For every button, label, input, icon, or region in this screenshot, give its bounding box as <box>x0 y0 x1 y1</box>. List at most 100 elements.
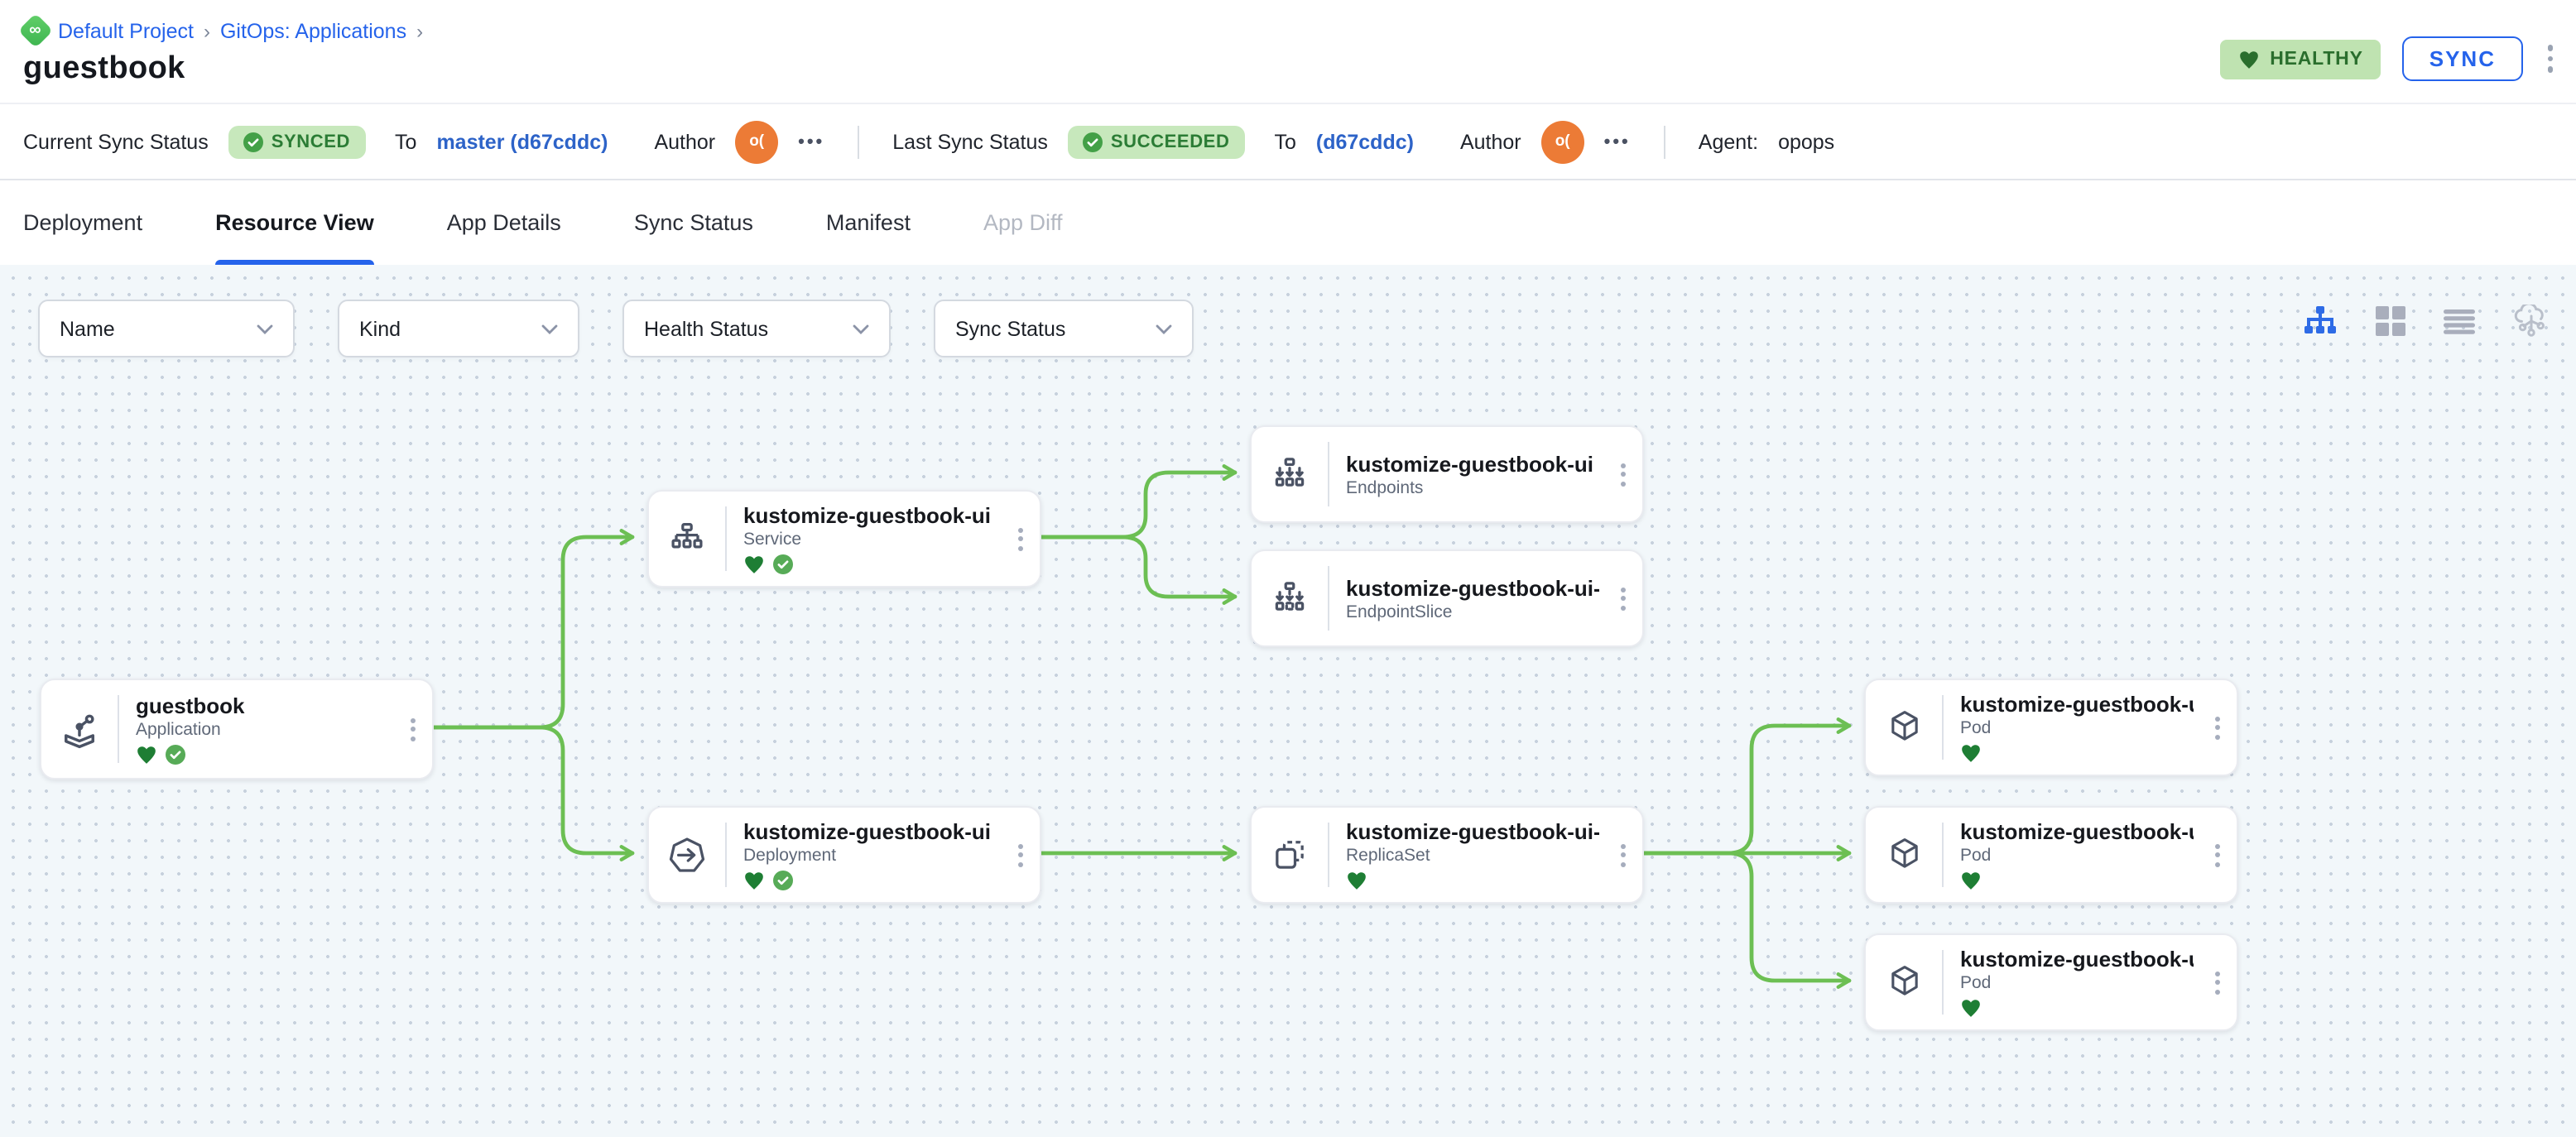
node-menu-kebab-icon[interactable] <box>2197 935 2237 1029</box>
node-pod-2[interactable]: kustomize-guestbook-ui-... Pod <box>1864 806 2238 904</box>
pod-icon <box>1866 680 1942 775</box>
node-body: kustomize-guestbook-ui-... Pod <box>1944 935 2197 1029</box>
author-avatar[interactable]: o( <box>735 120 779 163</box>
breadcrumb-separator: › <box>203 19 210 42</box>
breadcrumb-separator: › <box>416 19 424 42</box>
current-sync-target-link[interactable]: master (d67cddc) <box>436 130 608 153</box>
resource-tree-edges <box>428 464 1852 989</box>
agent-value: opops <box>1778 130 1835 153</box>
endpointslice-icon <box>1252 551 1328 645</box>
node-status <box>743 871 997 890</box>
node-title: kustomize-guestbook-ui-... <box>1346 575 1599 600</box>
node-menu-kebab-icon[interactable] <box>1603 427 1642 521</box>
healthy-heart-icon <box>1962 745 1980 762</box>
endpoints-icon <box>1252 427 1328 521</box>
divider <box>1328 823 1329 887</box>
node-menu-kebab-icon[interactable] <box>1603 551 1642 645</box>
node-body: kustomize-guestbook-ui Deployment <box>727 808 1000 902</box>
node-service[interactable]: kustomize-guestbook-ui Service <box>647 490 1041 588</box>
resource-tree-canvas[interactable]: Name Kind Health Status Sync Status <box>0 265 2576 1137</box>
node-menu-kebab-icon[interactable] <box>1603 808 1642 902</box>
node-status <box>1960 871 2194 890</box>
cluster-view-icon[interactable] <box>2513 305 2550 338</box>
heart-icon <box>2240 50 2259 68</box>
app-menu-kebab-icon[interactable] <box>2544 42 2556 76</box>
node-application-guestbook[interactable]: guestbook Application <box>40 679 434 780</box>
node-title: kustomize-guestbook-ui-... <box>1960 692 2194 717</box>
sync-button[interactable]: SYNC <box>2402 36 2522 81</box>
divider <box>1328 566 1329 631</box>
sync-status-filter-dropdown[interactable]: Sync Status <box>934 300 1194 357</box>
node-pod-1[interactable]: kustomize-guestbook-ui-... Pod <box>1864 679 2238 776</box>
commit-more-button[interactable]: ••• <box>1603 132 1631 151</box>
node-menu-kebab-icon[interactable] <box>392 680 432 778</box>
tab-resource-view[interactable]: Resource View <box>215 180 374 265</box>
node-menu-kebab-icon[interactable] <box>1000 492 1040 586</box>
node-status <box>743 554 997 574</box>
node-status <box>1960 743 2194 763</box>
node-pod-3[interactable]: kustomize-guestbook-ui-... Pod <box>1864 933 2238 1031</box>
current-sync-status-label: Current Sync Status <box>23 130 209 153</box>
divider <box>1942 695 1944 760</box>
synced-check-icon <box>773 871 793 890</box>
divider <box>1942 823 1944 887</box>
node-kind: Endpoints <box>1346 477 1424 497</box>
chevron-down-icon <box>853 324 869 333</box>
health-badge-label: HEALTHY <box>2270 49 2363 69</box>
breadcrumb-applications-link[interactable]: GitOps: Applications <box>219 19 407 42</box>
commit-more-button[interactable]: ••• <box>798 132 825 151</box>
node-kind: ReplicaSet <box>1346 846 1430 866</box>
chevron-down-icon <box>541 324 558 333</box>
node-replicaset[interactable]: kustomize-guestbook-ui-... ReplicaSet <box>1250 806 1644 904</box>
divider <box>858 125 860 158</box>
last-sync-target-link[interactable]: (d67cddc) <box>1315 130 1414 153</box>
author-avatar[interactable]: o( <box>1540 120 1584 163</box>
filter-bar: Name Kind Health Status Sync Status <box>38 300 1194 357</box>
deployment-icon <box>649 808 725 902</box>
node-body: kustomize-guestbook-ui Endpoints <box>1329 427 1603 521</box>
tab-sync-status[interactable]: Sync Status <box>633 210 753 235</box>
node-menu-kebab-icon[interactable] <box>2197 808 2237 902</box>
tab-app-details[interactable]: App Details <box>446 210 561 235</box>
node-endpoints[interactable]: kustomize-guestbook-ui Endpoints <box>1250 425 1644 523</box>
node-kind: Pod <box>1960 718 1992 738</box>
healthy-heart-icon <box>745 872 763 890</box>
tab-manifest[interactable]: Manifest <box>825 210 911 235</box>
node-title: kustomize-guestbook-ui <box>1346 451 1594 476</box>
grid-view-icon[interactable] <box>2376 306 2405 336</box>
node-body: kustomize-guestbook-ui-... ReplicaSet <box>1329 808 1603 902</box>
kind-filter-dropdown[interactable]: Kind <box>338 300 579 357</box>
node-kind: Application <box>136 720 221 740</box>
status-bar: Current Sync Status SYNCED To master (d6… <box>0 103 2576 180</box>
healthy-heart-icon <box>1348 872 1366 890</box>
health-status-filter-dropdown[interactable]: Health Status <box>622 300 891 357</box>
synced-check-icon <box>166 745 185 765</box>
node-menu-kebab-icon[interactable] <box>2197 680 2237 775</box>
healthy-heart-icon <box>137 746 156 764</box>
node-body: kustomize-guestbook-ui Service <box>727 492 1000 586</box>
node-title: kustomize-guestbook-ui <box>743 819 992 844</box>
synced-badge: SYNCED <box>228 125 366 158</box>
node-kind: Pod <box>1960 846 1992 866</box>
list-view-icon[interactable] <box>2444 309 2475 333</box>
pod-icon <box>1866 935 1942 1029</box>
tab-deployment[interactable]: Deployment <box>23 210 143 235</box>
divider <box>1328 442 1329 506</box>
name-filter-dropdown[interactable]: Name <box>38 300 295 357</box>
node-endpointslice[interactable]: kustomize-guestbook-ui-... EndpointSlice <box>1250 549 1644 647</box>
chevron-down-icon <box>1156 324 1172 333</box>
breadcrumb-project-link[interactable]: Default Project <box>58 19 194 42</box>
to-label: To <box>395 130 417 153</box>
tree-view-icon[interactable] <box>2303 305 2338 337</box>
node-kind: Service <box>743 530 802 549</box>
tab-app-diff[interactable]: App Diff <box>983 210 1063 235</box>
service-icon <box>649 492 725 586</box>
node-title: kustomize-guestbook-ui <box>743 503 992 528</box>
node-menu-kebab-icon[interactable] <box>1000 808 1040 902</box>
node-body: kustomize-guestbook-ui-... EndpointSlice <box>1329 551 1603 645</box>
healthy-heart-icon <box>745 556 763 573</box>
header: ∞ Default Project › GitOps: Applications… <box>0 0 2576 103</box>
author-label: Author <box>1459 130 1521 153</box>
node-deployment[interactable]: kustomize-guestbook-ui Deployment <box>647 806 1041 904</box>
